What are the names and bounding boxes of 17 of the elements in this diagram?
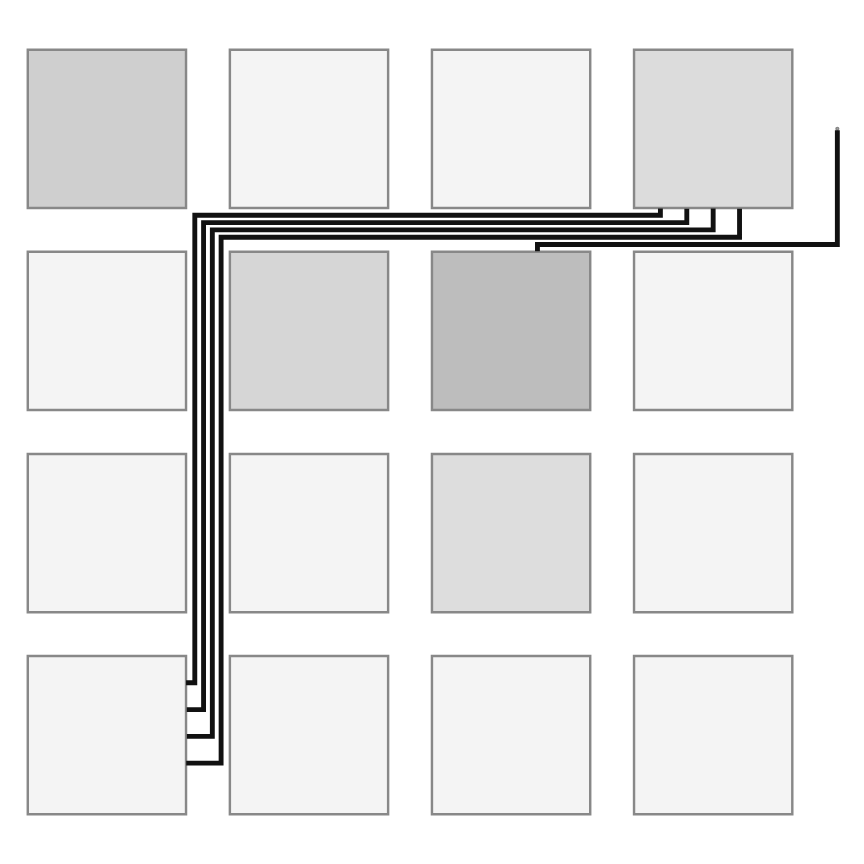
node-box [227, 654, 389, 816]
node-box [227, 452, 389, 614]
node-box [25, 48, 187, 210]
connector [534, 130, 839, 252]
node-box [227, 250, 389, 412]
node-box [25, 654, 187, 816]
node-box [227, 48, 389, 210]
node-box [429, 654, 591, 816]
node-box [25, 250, 187, 412]
node-box [631, 48, 793, 210]
node-box [631, 654, 793, 816]
node-box [631, 452, 793, 614]
node-box [429, 452, 591, 614]
node-box [429, 250, 591, 412]
node-box [429, 48, 591, 210]
node-box [25, 452, 187, 614]
node-box [631, 250, 793, 412]
